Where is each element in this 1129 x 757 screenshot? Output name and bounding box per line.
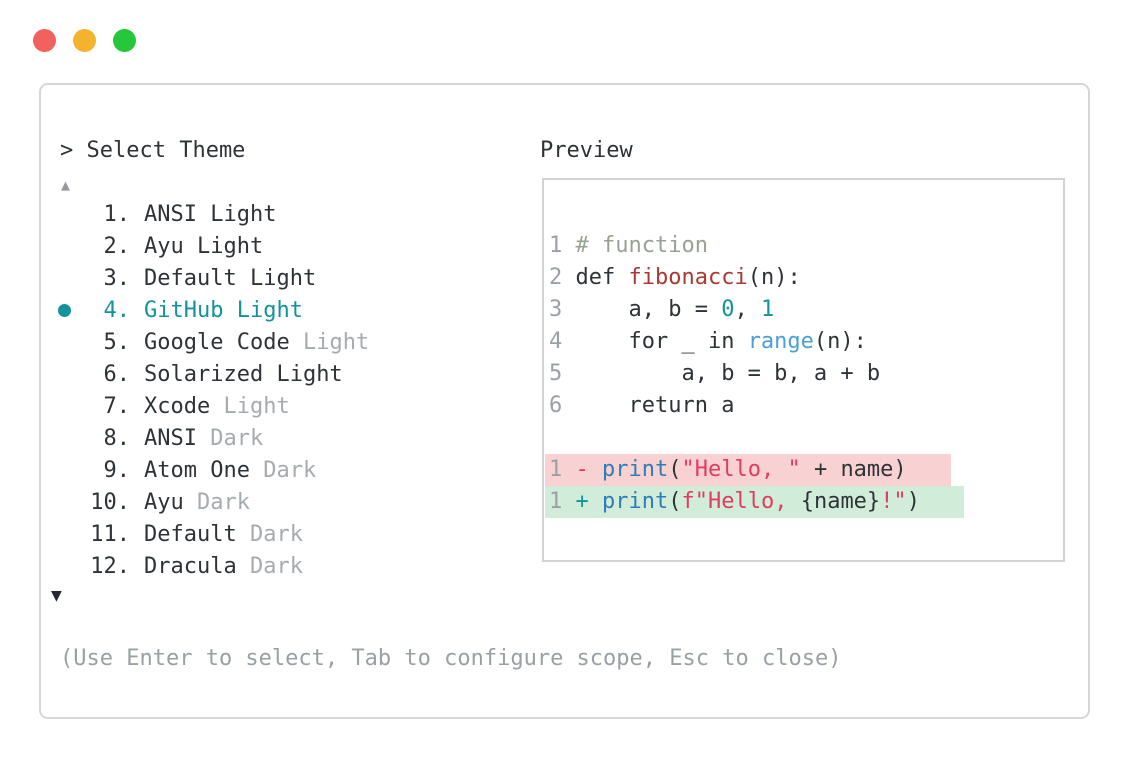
theme-item-number: 2. (103, 233, 131, 259)
preview-header: Preview (540, 138, 633, 163)
theme-item-label: GitHub Light (144, 297, 303, 323)
theme-item-label: Ayu Light (144, 233, 264, 259)
theme-item-number: 5. (103, 329, 131, 355)
theme-item-number: 9. (103, 457, 131, 483)
diff-added-line: 1 + print(f"Hello, {name}!") (545, 486, 1061, 518)
theme-item-ansi-dark[interactable]: 8. ANSI Dark (41, 422, 541, 454)
preview-pane: 1 # function 2 def fibonacci(n): 3 a, b = … (542, 178, 1065, 562)
select-theme-header: > Select Theme (60, 138, 246, 163)
theme-item-number: 8. (103, 425, 131, 451)
theme-item-xcode-light[interactable]: 7. Xcode Light (41, 390, 541, 422)
theme-item-label: Xcode Light (144, 393, 290, 419)
theme-picker-dialog: > Select Theme Preview ▲ 1. ANSI Light 2. A… (39, 83, 1090, 719)
theme-item-google-code-light[interactable]: 5. Google Code Light (41, 326, 541, 358)
theme-item-number: 3. (103, 265, 131, 291)
help-text: (Use Enter to select, Tab to configure s… (60, 646, 842, 671)
code-line: 6 return a (549, 393, 735, 418)
diff-removed-line: 1 - print("Hello, " + name) (545, 454, 1061, 486)
theme-item-label: Default Light (144, 265, 317, 291)
theme-item-number: 11. (90, 521, 130, 547)
code-preview: 1 # function 2 def fibonacci(n): 3 a, b = … (545, 230, 1061, 518)
theme-item-number: 1. (103, 201, 131, 227)
theme-item-default-dark[interactable]: 11. Default Dark (41, 518, 541, 550)
code-line: 1 # function (549, 233, 708, 258)
theme-list: 1. ANSI Light 2. Ayu Light 3. Default Light 4.… (41, 198, 541, 582)
theme-item-number: 10. (90, 489, 130, 515)
minimize-button[interactable] (73, 29, 96, 52)
window-controls (33, 29, 153, 52)
code-line: 5 a, b = b, a + b (549, 361, 881, 386)
theme-item-default-light[interactable]: 3. Default Light (41, 262, 541, 294)
theme-item-ayu-light[interactable]: 2. Ayu Light (41, 230, 541, 262)
theme-item-label: Dracula Dark (144, 553, 303, 579)
maximize-button[interactable] (113, 29, 136, 52)
theme-item-github-light[interactable]: 4. GitHub Light (41, 294, 541, 326)
theme-item-number: 7. (103, 393, 131, 419)
theme-item-label: ANSI Light (144, 201, 277, 227)
theme-item-atom-one-dark[interactable]: 9. Atom One Dark (41, 454, 541, 486)
theme-item-solarized-light[interactable]: 6. Solarized Light (41, 358, 541, 390)
code-line: 2 def fibonacci(n): (549, 265, 801, 290)
theme-item-number: 12. (90, 553, 130, 579)
theme-item-number: 6. (103, 361, 131, 387)
close-button[interactable] (33, 29, 56, 52)
theme-item-number: 4. (103, 297, 131, 323)
theme-item-label: Atom One Dark (144, 457, 317, 483)
theme-item-label: Solarized Light (144, 361, 343, 387)
code-line: 4 for _ in range(n): (549, 329, 867, 354)
theme-item-dracula-dark[interactable]: 12. Dracula Dark (41, 550, 541, 582)
scroll-down-icon[interactable]: ▼ (51, 585, 62, 606)
code-line: 3 a, b = 0, 1 (549, 297, 775, 322)
code-line (549, 422, 1061, 454)
theme-item-label: ANSI Dark (144, 425, 264, 451)
theme-item-label: Default Dark (144, 521, 303, 547)
selected-bullet-icon (58, 303, 90, 317)
theme-item-ansi-light[interactable]: 1. ANSI Light (41, 198, 541, 230)
theme-item-ayu-dark[interactable]: 10. Ayu Dark (41, 486, 541, 518)
theme-item-label: Google Code Light (144, 329, 370, 355)
theme-item-label: Ayu Dark (144, 489, 250, 515)
scroll-up-icon[interactable]: ▲ (61, 176, 71, 194)
